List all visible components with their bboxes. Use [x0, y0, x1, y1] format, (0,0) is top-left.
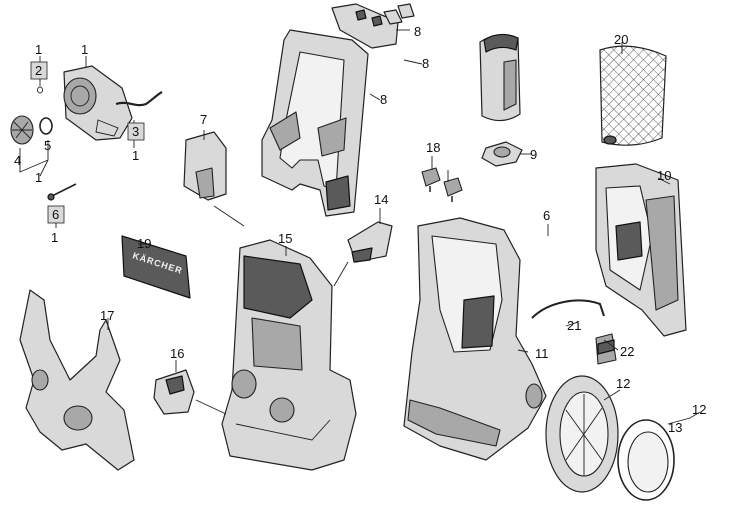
part-hose-hook — [115, 91, 163, 107]
callout-1-top: 1 — [81, 42, 88, 57]
part-20-net-bag — [599, 45, 667, 146]
part-16-bracket — [153, 369, 195, 415]
leader-lines — [19, 29, 701, 425]
part-13-hubcap — [617, 419, 675, 501]
callout-1-right: 1 — [132, 148, 139, 163]
callout-1-top-left: 1 — [35, 42, 42, 57]
part-nozzle-holder — [63, 65, 133, 141]
callout-11: 11 — [535, 346, 549, 361]
callout-2: 2 — [35, 63, 42, 78]
part-12-wheel — [545, 375, 619, 493]
callout-5: 5 — [44, 138, 51, 153]
callout-15: 15 — [278, 231, 292, 246]
callout-2-box — [30, 61, 48, 80]
callout-8-mid: 8 — [422, 56, 429, 71]
callout-19: 19 — [137, 236, 151, 251]
part-10-side-bracket — [595, 163, 687, 337]
callouts: 1 1 2 3 1 4 5 1 6 1 7 8 8 8 9 20 18 6 10… — [14, 24, 706, 435]
callout-1-mid: 1 — [35, 170, 42, 185]
callout-17: 17 — [100, 308, 114, 323]
callout-21: 21 — [567, 318, 581, 333]
part-7-cover — [183, 131, 227, 201]
callout-22: 22 — [620, 344, 634, 359]
callout-9: 9 — [530, 147, 537, 162]
part-o-ring — [39, 117, 53, 135]
callout-13: 13 — [668, 420, 682, 435]
callout-6-right: 6 — [543, 208, 550, 223]
callout-1-bottom: 1 — [51, 230, 58, 245]
callout-20: 20 — [614, 32, 628, 47]
part-21-hose — [531, 299, 605, 319]
part-screw-6 — [47, 183, 77, 201]
callout-3: 3 — [132, 124, 139, 139]
callout-14: 14 — [374, 192, 388, 207]
part-11-rear-housing — [403, 217, 547, 461]
part-18-connectors — [421, 167, 463, 202]
callout-10: 10 — [657, 168, 671, 183]
callout-12-wheel: 12 — [616, 376, 630, 391]
callout-7: 7 — [200, 112, 207, 127]
callout-16: 16 — [170, 346, 184, 361]
callout-6-box — [47, 205, 65, 224]
callout-12-cap: 12 — [692, 402, 706, 417]
callout-8-top: 8 — [414, 24, 421, 39]
callout-4: 4 — [14, 153, 21, 168]
part-17-base-plate — [19, 289, 135, 471]
part-15-housing-front — [221, 239, 357, 471]
callout-6-left: 6 — [52, 207, 59, 222]
part-8-top-clip — [331, 3, 399, 49]
part-knob — [10, 115, 34, 145]
callout-18: 18 — [426, 140, 440, 155]
part-22-filter — [595, 333, 617, 365]
part-19-brand-label: KÄRCHER — [121, 235, 191, 299]
part-9-detergent-tank — [479, 33, 523, 167]
callout-3-box — [127, 122, 145, 141]
part-small-pin — [37, 86, 43, 94]
part-8-small-clips — [383, 3, 415, 25]
part-8-handle-frame — [261, 29, 369, 217]
part-14-cap — [347, 221, 393, 263]
callout-8-low: 8 — [380, 92, 387, 107]
